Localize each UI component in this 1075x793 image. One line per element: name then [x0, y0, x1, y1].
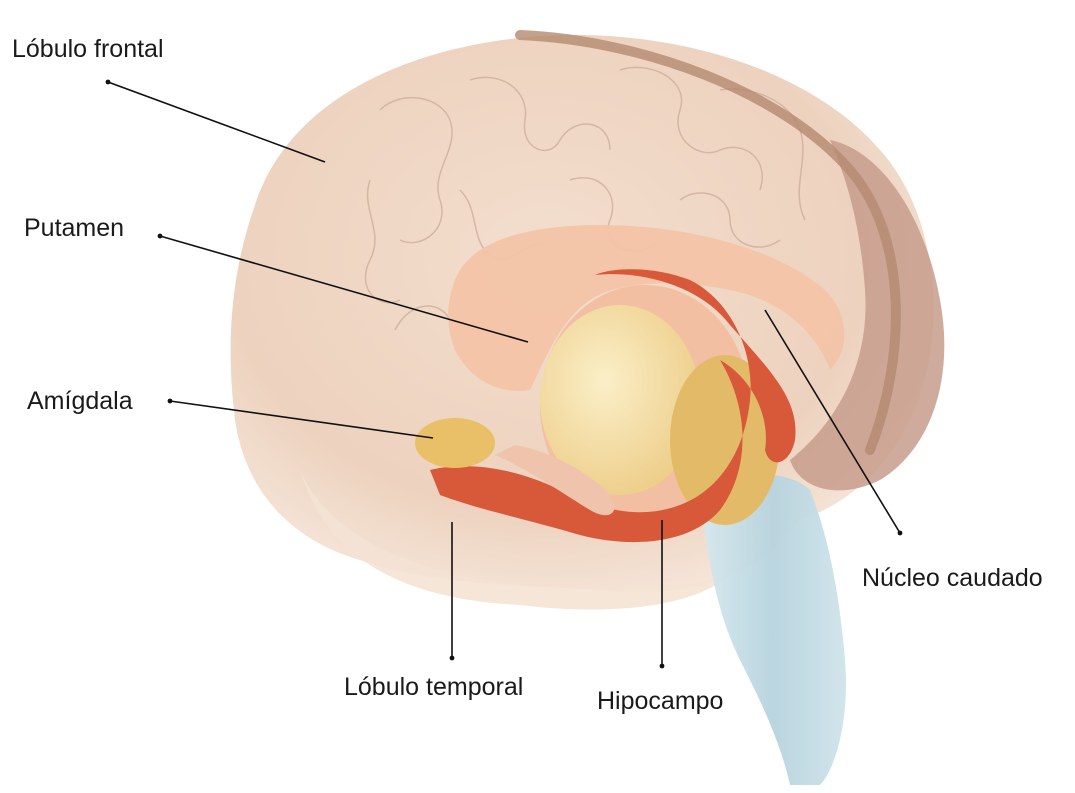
label-frontal-lobe: Lóbulo frontal	[12, 37, 164, 62]
label-caudate-nucleus: Núcleo caudado	[862, 566, 1043, 591]
label-putamen: Putamen	[24, 216, 124, 241]
label-hippocampus: Hipocampo	[597, 689, 723, 714]
label-amygdala: Amígdala	[27, 389, 133, 414]
amygdala	[415, 418, 495, 468]
label-temporal-lobe: Lóbulo temporal	[344, 675, 523, 700]
